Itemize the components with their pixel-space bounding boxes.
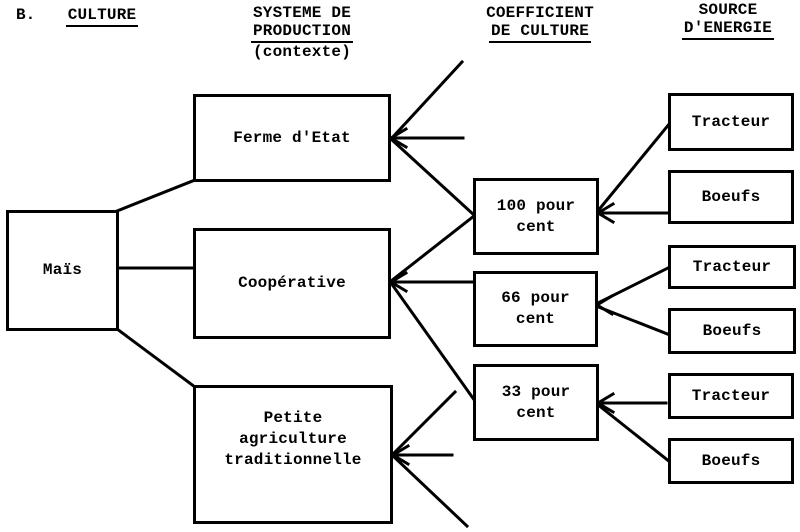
line-coop-c33 bbox=[388, 280, 478, 404]
node-tracteur-3: Tracteur bbox=[668, 373, 794, 419]
line-c33-boeufs3 bbox=[594, 401, 673, 465]
systeme-line2: PRODUCTION bbox=[250, 22, 353, 43]
arrowhead-petite bbox=[390, 443, 411, 467]
column-header-culture: CULTURE bbox=[62, 6, 142, 27]
node-tracteur-1: Tracteur bbox=[668, 93, 794, 151]
column-header-source: SOURCE D'ENERGIE bbox=[672, 1, 784, 40]
systeme-line3: (contexte) bbox=[252, 43, 351, 61]
coefficient-line1: COEFFICIENT bbox=[486, 4, 594, 22]
line-ferme-up bbox=[388, 59, 465, 142]
coefficient-line2: DE CULTURE bbox=[488, 22, 591, 43]
column-header-culture-title: CULTURE bbox=[65, 6, 139, 27]
line-coop-c100 bbox=[388, 213, 477, 284]
node-cooperative: Coopérative bbox=[193, 228, 391, 339]
line-c100-tracteur1 bbox=[594, 120, 673, 215]
node-coefficient-66: 66 pour cent bbox=[473, 271, 598, 347]
node-boeufs-2: Boeufs bbox=[668, 308, 796, 354]
node-ferme-detat: Ferme d'Etat bbox=[193, 94, 391, 182]
source-line2: D'ENERGIE bbox=[681, 19, 775, 40]
line-petite-up bbox=[390, 389, 458, 457]
column-header-systeme: SYSTEME DE PRODUCTION (contexte) bbox=[246, 4, 358, 61]
line-petite-down bbox=[390, 453, 470, 529]
line-mais-ferme bbox=[115, 178, 197, 213]
arrowhead-ferme bbox=[388, 126, 409, 150]
node-coefficient-100: 100 pour cent bbox=[473, 178, 599, 255]
section-label: B. bbox=[16, 6, 36, 24]
node-boeufs-1: Boeufs bbox=[668, 170, 794, 224]
node-boeufs-3: Boeufs bbox=[668, 438, 794, 484]
node-tracteur-2: Tracteur bbox=[668, 245, 796, 289]
source-line1: SOURCE bbox=[698, 1, 758, 19]
arrowhead-coop bbox=[388, 270, 409, 294]
line-mais-petite bbox=[114, 326, 198, 390]
column-header-coefficient: COEFFICIENT DE CULTURE bbox=[478, 4, 602, 43]
node-petite-agriculture: Petite agriculture traditionnelle bbox=[193, 385, 393, 524]
line-ferme-c100 bbox=[388, 136, 477, 218]
node-coefficient-33: 33 pour cent bbox=[473, 364, 599, 441]
node-mais: Maïs bbox=[6, 210, 119, 331]
systeme-line1: SYSTEME DE bbox=[252, 4, 351, 22]
